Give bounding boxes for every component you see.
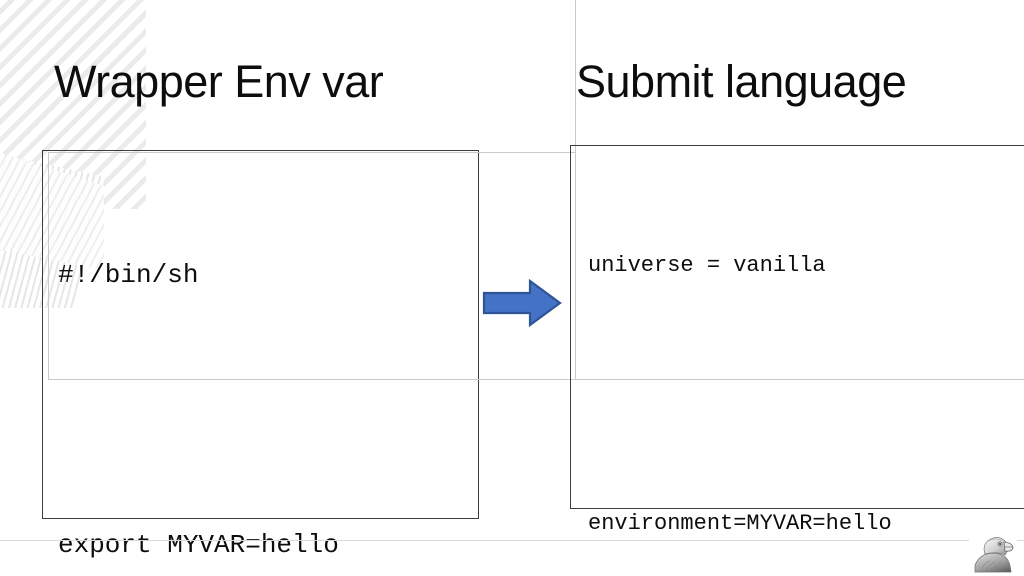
code-line-blank xyxy=(588,373,892,416)
left-outer-box xyxy=(42,150,479,519)
right-inner-box xyxy=(575,0,1024,380)
condor-head-icon xyxy=(969,531,1017,573)
right-outer-box xyxy=(570,145,1024,509)
code-line: #!/bin/sh xyxy=(58,260,199,290)
code-line-blank xyxy=(58,388,339,433)
code-line: universe = vanilla xyxy=(588,253,826,278)
code-line: export MYVAR=hello xyxy=(58,530,339,560)
submit-file-code: universe = vanilla environment=MYVAR=hel… xyxy=(588,158,892,576)
wrapper-script-code: #!/bin/sh export MYVAR=hello .. xyxy=(58,163,339,576)
flow-arrow-right xyxy=(482,278,562,328)
left-panel-title: Wrapper Env var xyxy=(54,56,384,107)
footer-divider xyxy=(0,540,1024,541)
code-line: environment=MYVAR=hello xyxy=(588,511,892,536)
right-arrow-icon xyxy=(482,278,562,328)
htcondor-logo xyxy=(969,531,1017,573)
right-panel-title: Submit language xyxy=(576,56,907,107)
